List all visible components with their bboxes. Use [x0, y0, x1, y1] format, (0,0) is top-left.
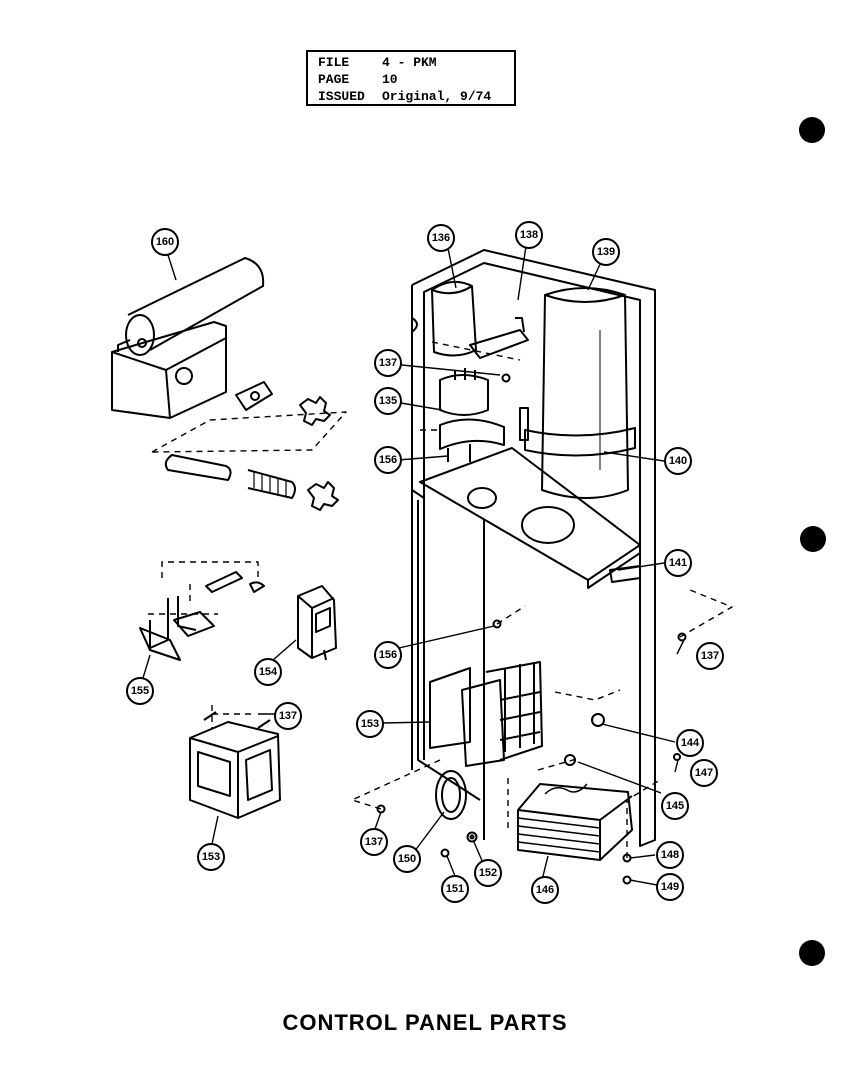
callout-label: 153: [361, 718, 379, 730]
callout-145: 145: [661, 792, 689, 820]
callout-137: 137: [274, 702, 302, 730]
callout-label: 151: [446, 883, 464, 895]
relay-strap: [439, 418, 505, 462]
callout-154: 154: [254, 658, 282, 686]
spare-contactor: [189, 711, 281, 819]
callout-138: 138: [515, 221, 543, 249]
callout-bubbles: 160 136 138 139 137 135 156 140 141 137 …: [126, 221, 724, 904]
spring-and-pin: [164, 454, 339, 511]
callout-label: 156: [379, 454, 397, 466]
assembly-leaders: [351, 341, 733, 858]
callout-151: 151: [441, 875, 469, 903]
callout-label: 147: [695, 767, 713, 779]
callout-label: 146: [536, 884, 554, 896]
issued-label: ISSUED: [318, 89, 365, 104]
page-label: PAGE: [318, 72, 350, 87]
callout-label: 137: [279, 710, 297, 722]
callout-label: 136: [432, 232, 450, 244]
callout-label: 139: [597, 246, 615, 258]
file-info-box: FILE 4 - PKM PAGE 10 ISSUED Original, 9/…: [306, 50, 516, 106]
callout-label: 155: [131, 685, 149, 697]
callout-label: 137: [379, 357, 397, 369]
limit-control: [297, 585, 337, 661]
punch-hole-bottom: [799, 940, 825, 966]
capacitor-bracket: [469, 317, 529, 359]
callout-136: 136: [427, 224, 455, 252]
callout-label: 160: [156, 236, 174, 248]
issued-value: Original, 9/74: [382, 89, 492, 104]
punch-hole-middle: [800, 526, 826, 552]
callout-label: 137: [701, 650, 719, 662]
callout-156: 156: [374, 446, 402, 474]
callout-146: 146: [531, 876, 559, 904]
callout-139: 139: [592, 238, 620, 266]
run-capacitor: [431, 280, 477, 357]
capacitor-strap: [519, 407, 636, 457]
callout-155: 155: [126, 677, 154, 705]
callout-label: 141: [669, 557, 687, 569]
callout-label: 150: [398, 853, 416, 865]
relay: [439, 368, 489, 416]
file-value: 4 - PKM: [382, 55, 437, 70]
motor-assembly: [111, 257, 331, 426]
page-value: 10: [382, 72, 398, 87]
callout-160: 160: [151, 228, 179, 256]
callout-label: 154: [259, 666, 278, 678]
issued-row: ISSUED Original, 9/74: [318, 88, 504, 105]
callout-144: 144: [676, 729, 704, 757]
callout-148: 148: [656, 841, 684, 869]
page-row: PAGE 10: [318, 71, 504, 88]
callout-140: 140: [664, 447, 692, 475]
callout-label: 135: [379, 395, 397, 407]
punch-hole-top: [799, 117, 825, 143]
callout-label: 144: [681, 737, 700, 749]
callout-label: 149: [661, 881, 679, 893]
switch-leaders: [148, 561, 259, 615]
callout-label: 152: [479, 867, 497, 879]
callout-137: 137: [374, 349, 402, 377]
callout-label: 138: [520, 229, 538, 241]
file-label: FILE: [318, 55, 350, 70]
callout-leaders: [142, 245, 685, 886]
callout-147: 147: [690, 759, 718, 787]
panel-contactor: [429, 661, 543, 767]
callout-153: 153: [197, 843, 225, 871]
callout-149: 149: [656, 873, 684, 901]
callout-150: 150: [393, 845, 421, 873]
callout-141: 141: [664, 549, 692, 577]
transformer: [517, 783, 633, 861]
callout-label: 153: [202, 851, 220, 863]
page-title: CONTROL PANEL PARTS: [282, 1010, 568, 1035]
callout-137: 137: [360, 828, 388, 856]
motor-leaders: [151, 411, 347, 453]
contactor-leaders: [211, 705, 256, 728]
grommet-ring: [435, 770, 467, 820]
callout-152: 152: [474, 859, 502, 887]
shelf-plate: [419, 447, 641, 589]
callout-label: 137: [365, 836, 383, 848]
callout-135: 135: [374, 387, 402, 415]
callout-137: 137: [696, 642, 724, 670]
file-row: FILE 4 - PKM: [318, 54, 504, 71]
panel-screws: [376, 373, 687, 885]
switch-bracket: [139, 571, 265, 661]
large-capacitor: [541, 287, 629, 499]
callout-156: 156: [374, 641, 402, 669]
callout-label: 156: [379, 649, 397, 661]
callout-label: 140: [669, 455, 687, 467]
callout-153: 153: [356, 710, 384, 738]
callout-label: 148: [661, 849, 679, 861]
callout-label: 145: [666, 800, 684, 812]
